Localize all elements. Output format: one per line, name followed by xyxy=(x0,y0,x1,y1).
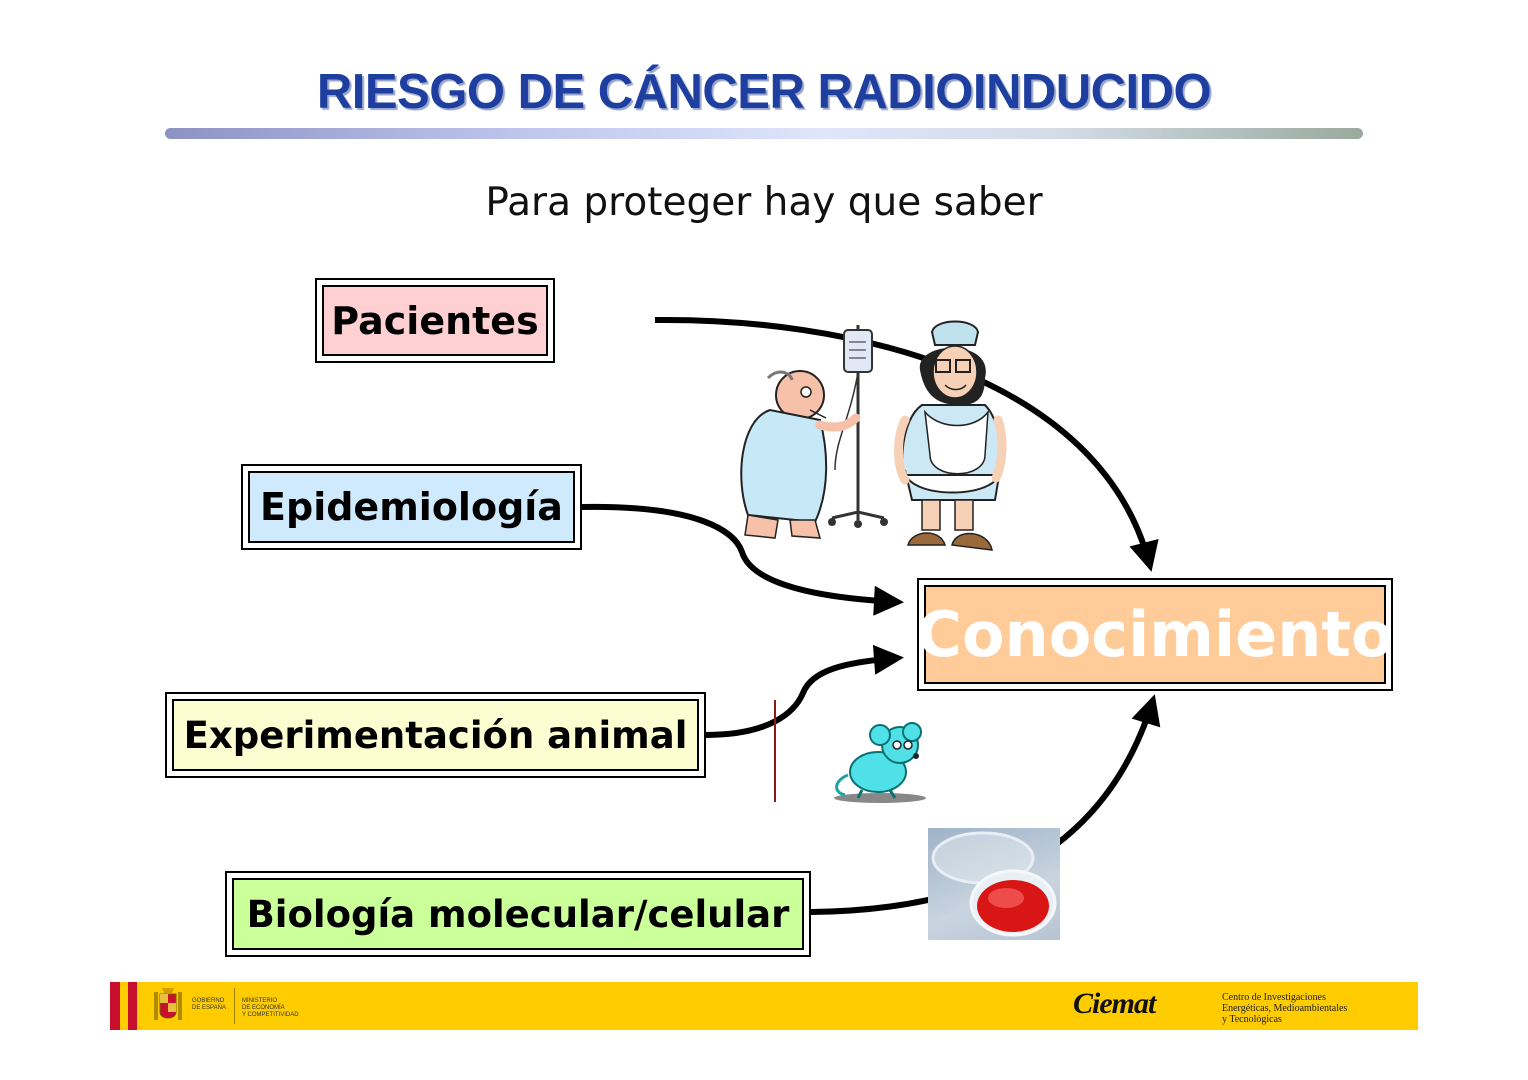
title-underline xyxy=(165,128,1363,139)
arrow-epidemiologia xyxy=(581,503,904,616)
flag-stripe xyxy=(120,982,128,1030)
petri-dish-icon xyxy=(928,828,1060,940)
flag-stripe xyxy=(110,982,120,1030)
slide-subtitle: Para proteger hay que saber xyxy=(485,180,1043,225)
nurse-icon xyxy=(894,320,1007,551)
footer-bar xyxy=(110,982,1418,1030)
box-pacientes: Pacientes xyxy=(315,278,555,363)
gobierno-text: GOBIERNO DE ESPAÑA xyxy=(192,998,226,1011)
mouse-icon xyxy=(834,722,926,803)
ciemat-description: Centro de Investigaciones Energéticas, M… xyxy=(1222,992,1348,1025)
slide-title: RIESGO DE CÁNCER RADIOINDUCIDO xyxy=(316,65,1212,119)
label-pacientes: Pacientes xyxy=(322,285,548,356)
ciemat-logo: Ciemat xyxy=(1073,987,1156,1020)
spain-coat-of-arms-icon xyxy=(154,988,182,1020)
ministerio-text: MINISTERIO DE ECONOMÍA Y COMPETITIVIDAD xyxy=(242,998,299,1018)
patient-with-iv-icon xyxy=(740,325,888,539)
box-biologia-molecular: Biología molecular/celular xyxy=(225,871,811,957)
flag-stripe xyxy=(128,982,137,1030)
arrow-experimentacion xyxy=(705,644,904,738)
box-conocimiento: Conocimiento xyxy=(916,578,1394,691)
label-epidemiologia: Epidemiología xyxy=(248,471,575,543)
box-epidemiologia: Epidemiología xyxy=(241,464,582,550)
box-experimentacion-animal: Experimentación animal xyxy=(165,692,706,778)
label-experimentacion-animal: Experimentación animal xyxy=(172,699,699,771)
label-biologia-molecular: Biología molecular/celular xyxy=(232,878,804,950)
footer-separator xyxy=(234,988,235,1024)
label-conocimiento: Conocimiento xyxy=(916,585,1394,684)
